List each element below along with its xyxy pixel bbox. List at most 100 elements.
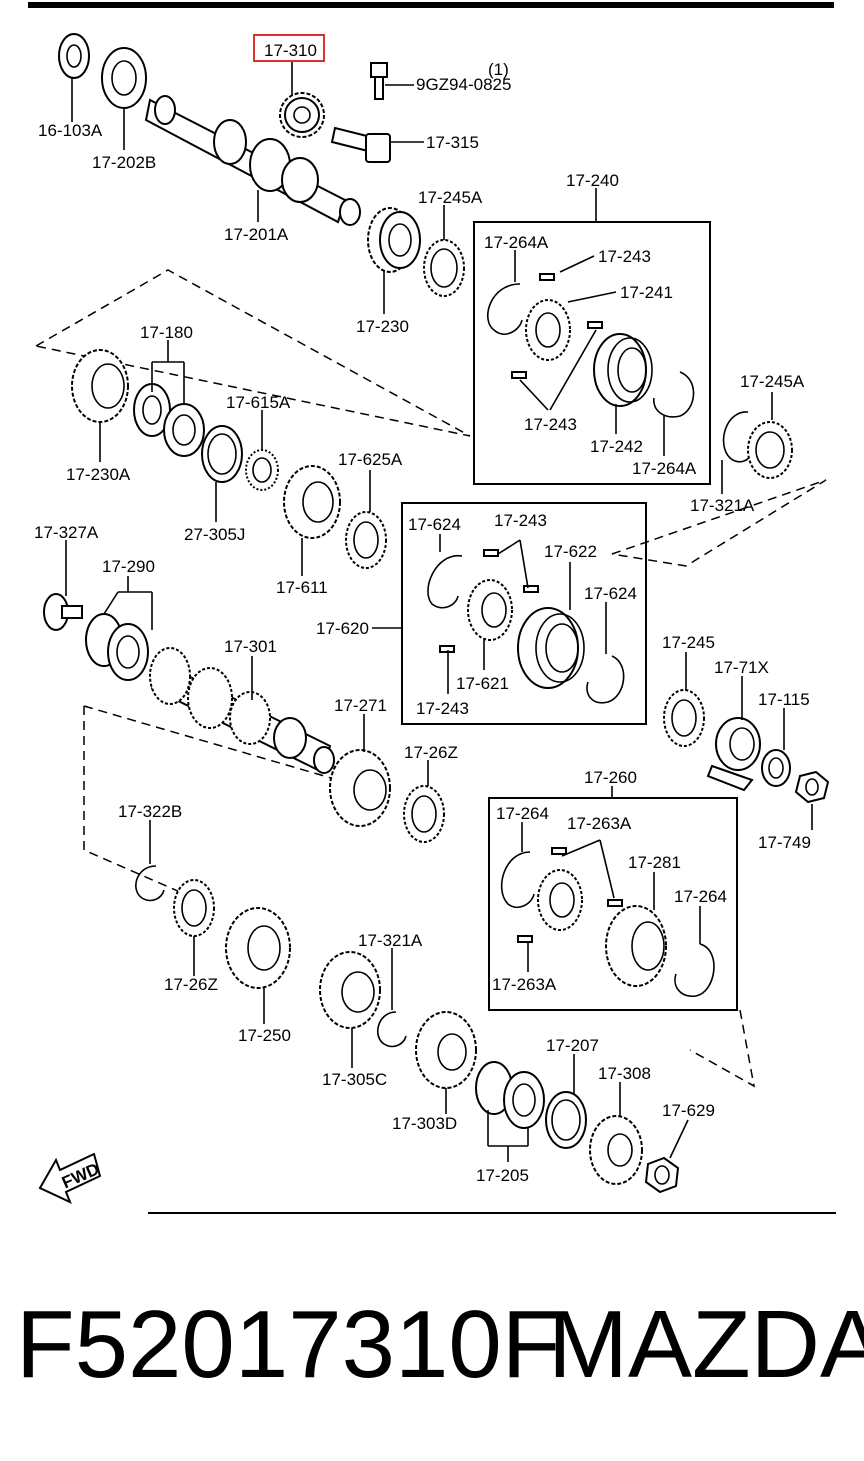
part-label-17-242: 17-242 bbox=[590, 437, 643, 456]
part-label-17-327a: 17-327A bbox=[34, 523, 99, 542]
part-label-17-26z: 17-26Z bbox=[404, 743, 458, 762]
part-label-17-310: 17-310 bbox=[264, 41, 317, 60]
needle-bearing-17-615A bbox=[245, 449, 279, 491]
gear-17-230A bbox=[71, 349, 129, 423]
qty-note: (1) bbox=[488, 60, 509, 79]
bearing-16-103A bbox=[58, 33, 90, 79]
shaft-17-315 bbox=[330, 126, 391, 163]
part-label-17-263a: 17-263A bbox=[567, 814, 632, 833]
brand-caption: MAZDA bbox=[548, 1291, 864, 1398]
part-label-17-243: 17-243 bbox=[524, 415, 577, 434]
hub-17-263 bbox=[537, 869, 583, 931]
snap-ring-17-264A-right bbox=[653, 371, 695, 418]
part-label-17-250: 17-250 bbox=[238, 1026, 291, 1045]
bearing-17-115 bbox=[761, 749, 791, 787]
dashed-outline-lower-left bbox=[83, 705, 339, 893]
assembly-box-17-260 bbox=[488, 797, 738, 1011]
part-label-17-271: 17-271 bbox=[334, 696, 387, 715]
countershaft-17-301 bbox=[149, 647, 335, 774]
keys-17-243-mid bbox=[439, 549, 539, 653]
part-label-17-264a: 17-264A bbox=[484, 233, 549, 252]
shim-27-305J bbox=[201, 425, 243, 483]
part-label-17-620: 17-620 bbox=[316, 619, 369, 638]
shim-17-207 bbox=[545, 1091, 587, 1149]
part-label-17-264: 17-264 bbox=[674, 887, 727, 906]
part-label-9gz94-0825: 9GZ94-0825 bbox=[416, 75, 511, 94]
part-label-17-243: 17-243 bbox=[494, 511, 547, 530]
part-label-17-245a: 17-245A bbox=[740, 372, 805, 391]
part-label-17-305c: 17-305C bbox=[322, 1070, 387, 1089]
assembly-box-17-240 bbox=[473, 221, 711, 485]
main-shaft-17-201A bbox=[144, 95, 361, 226]
bearing-17-290 bbox=[85, 613, 149, 681]
part-label-17-245: 17-245 bbox=[662, 633, 715, 652]
part-label-17-180: 17-180 bbox=[140, 323, 193, 342]
nut-17-629 bbox=[644, 1156, 680, 1194]
hub-17-241 bbox=[525, 299, 571, 361]
part-label-17-749: 17-749 bbox=[758, 833, 811, 852]
part-label-17-264a: 17-264A bbox=[632, 459, 697, 478]
dashed-outline-countershaft bbox=[33, 269, 471, 437]
ring-17-245A-right bbox=[747, 421, 793, 479]
part-label-16-103a: 16-103A bbox=[38, 121, 103, 140]
bearing-17-180 bbox=[133, 383, 205, 457]
hub-17-621 bbox=[467, 579, 513, 641]
part-label-17-230: 17-230 bbox=[356, 317, 409, 336]
part-label-17-308: 17-308 bbox=[598, 1064, 651, 1083]
part-label-17-260: 17-260 bbox=[584, 768, 637, 787]
snap-ring-17-624-left bbox=[427, 555, 463, 609]
dashed-outline-lower-right bbox=[689, 1009, 756, 1088]
part-label-17-207: 17-207 bbox=[546, 1036, 599, 1055]
part-label-17-622: 17-622 bbox=[544, 542, 597, 561]
plug-17-327A bbox=[43, 593, 83, 631]
dashed-outline-right bbox=[611, 479, 827, 567]
part-labels: 16-103A 17-202B 17-310 9GZ94-0825 17-315 17-2… bbox=[34, 41, 811, 1185]
snap-ring-17-624-right bbox=[586, 655, 625, 704]
part-label-17-625a: 17-625A bbox=[338, 450, 403, 469]
bearing-17-205 bbox=[475, 1061, 545, 1129]
gear-17-71X bbox=[706, 717, 761, 792]
part-label-17-241: 17-241 bbox=[620, 283, 673, 302]
part-label-17-281: 17-281 bbox=[628, 853, 681, 872]
assembly-box-17-620 bbox=[401, 502, 647, 725]
gear-17-308 bbox=[589, 1115, 643, 1185]
snap-ring-17-321A-lower bbox=[376, 1011, 407, 1048]
leader-lines bbox=[65, 60, 813, 1162]
part-label-17-263a: 17-263A bbox=[492, 975, 557, 994]
part-label-17-321a: 17-321A bbox=[358, 931, 423, 950]
sleeve-17-242 bbox=[593, 333, 653, 407]
nut-17-749 bbox=[794, 770, 830, 804]
ring-17-245A-top bbox=[423, 239, 465, 297]
ring-17-245 bbox=[663, 689, 705, 747]
part-label-17-303d: 17-303D bbox=[392, 1114, 457, 1133]
gear-17-303D bbox=[415, 1011, 477, 1089]
part-label-17-230a: 17-230A bbox=[66, 465, 131, 484]
part-label-17-629: 17-629 bbox=[662, 1101, 715, 1120]
snap-ring-17-322B bbox=[135, 865, 165, 902]
part-label-17-611: 17-611 bbox=[276, 578, 328, 597]
part-label-17-322b: 17-322B bbox=[118, 802, 182, 821]
gear-17-305C bbox=[319, 951, 381, 1029]
part-label-17-315: 17-315 bbox=[426, 133, 479, 152]
fwd-arrow: FWD bbox=[38, 1152, 102, 1204]
highlight-box-17-310 bbox=[253, 34, 325, 62]
part-label-17-243: 17-243 bbox=[598, 247, 651, 266]
part-label-27-305j: 27-305J bbox=[184, 525, 245, 544]
gear-17-611 bbox=[283, 465, 341, 539]
part-label-17-240: 17-240 bbox=[566, 171, 619, 190]
part-number-caption: F52017310F bbox=[16, 1291, 561, 1398]
keys-17-263A bbox=[517, 847, 623, 943]
snap-ring-17-264A-left bbox=[486, 283, 523, 335]
sleeve-17-281 bbox=[605, 905, 667, 987]
part-label-17-321a: 17-321A bbox=[690, 496, 755, 515]
part-label-17-205: 17-205 bbox=[476, 1166, 529, 1185]
snap-ring-17-321A-right bbox=[722, 411, 753, 463]
snap-ring-17-264-left bbox=[500, 851, 535, 909]
gear-17-230 bbox=[367, 207, 421, 273]
part-label-17-26z: 17-26Z bbox=[164, 975, 218, 994]
part-label-17-301: 17-301 bbox=[224, 637, 277, 656]
gear-17-250 bbox=[225, 907, 291, 989]
sleeve-17-622 bbox=[517, 607, 585, 689]
part-label-17-202b: 17-202B bbox=[92, 153, 156, 172]
